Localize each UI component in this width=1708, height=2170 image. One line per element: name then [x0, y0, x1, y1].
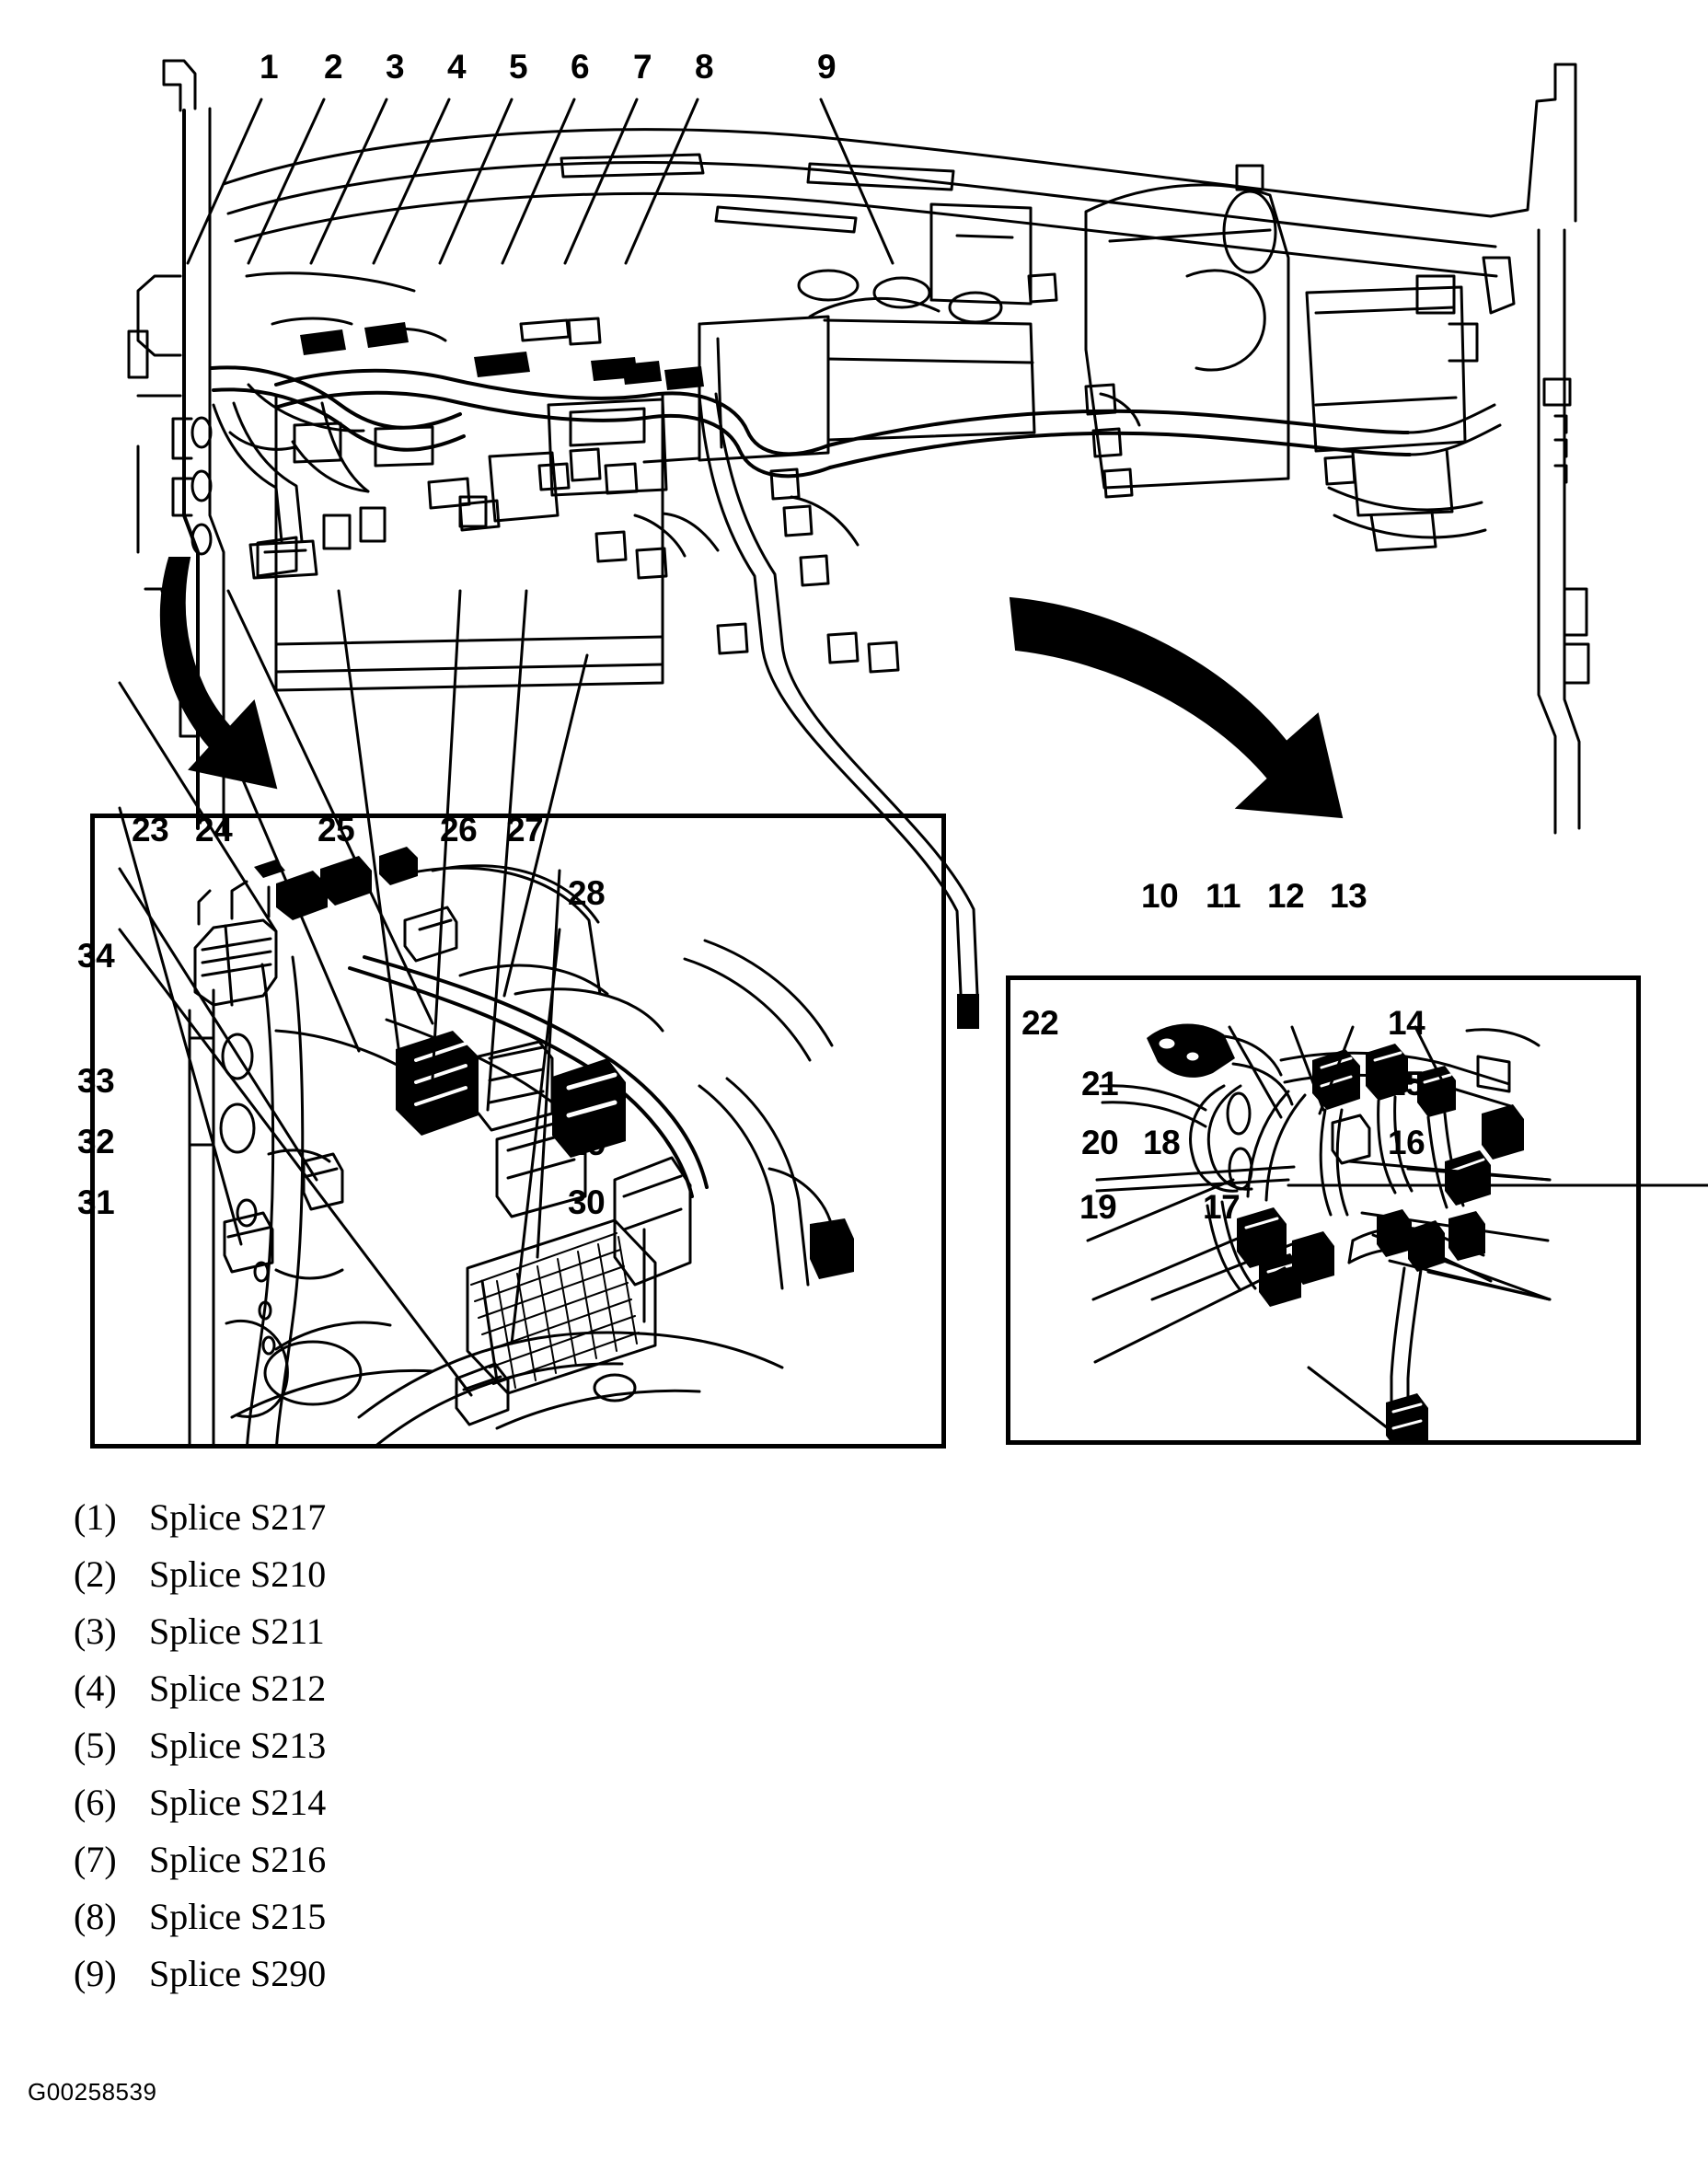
callout-number-15: 15	[1387, 1065, 1425, 1102]
legend-item-label: Splice S217	[149, 1496, 327, 1538]
legend-item-label: Splice S214	[149, 1782, 327, 1823]
legend-row: (6) Splice S214	[74, 1781, 718, 1838]
legend-row: (5) Splice S213	[74, 1724, 718, 1781]
callout-number-2: 2	[324, 48, 343, 86]
callout-number-33: 33	[77, 1062, 115, 1100]
legend-row: (3) Splice S211	[74, 1610, 718, 1667]
callout-number-22: 22	[1021, 1004, 1059, 1042]
right-inset-leader-lines	[1086, 1025, 1708, 1436]
legend-item-number: (4)	[74, 1668, 117, 1709]
legend-item-label: Splice S212	[149, 1668, 327, 1709]
legend-item-label: Splice S216	[149, 1839, 327, 1880]
legend-item-number: (9)	[74, 1953, 117, 1994]
right-detail-inset-frame	[1006, 975, 1641, 1445]
callout-number-25: 25	[317, 811, 355, 848]
legend-row: (9) Splice S290	[74, 1952, 718, 2009]
figure-id-code: G00258539	[28, 2078, 157, 2106]
callout-number-24: 24	[195, 811, 233, 848]
legend-item-label: Splice S213	[149, 1725, 327, 1766]
legend-item-label: Splice S215	[149, 1896, 327, 1937]
legend-row: (8) Splice S215	[74, 1895, 718, 1952]
legend-row: (2) Splice S210	[74, 1552, 718, 1610]
legend-item-number: (3)	[74, 1610, 117, 1652]
callout-number-3: 3	[386, 48, 405, 86]
callout-number-21: 21	[1081, 1065, 1119, 1102]
legend-item-number: (2)	[74, 1553, 117, 1595]
main-leader-lines	[186, 98, 894, 265]
callout-number-7: 7	[633, 48, 652, 86]
legend-item-number: (7)	[74, 1839, 117, 1880]
callout-number-13: 13	[1330, 877, 1368, 915]
callout-number-4: 4	[447, 48, 467, 86]
legend-row: (1) Splice S217	[74, 1495, 718, 1552]
callout-number-17: 17	[1203, 1188, 1241, 1226]
legend-item-number: (8)	[74, 1896, 117, 1937]
callout-number-9: 9	[817, 48, 837, 86]
callout-number-27: 27	[506, 811, 544, 848]
arrow-left	[159, 557, 278, 790]
callout-number-34: 34	[77, 937, 115, 975]
callout-number-28: 28	[568, 874, 606, 912]
callout-number-14: 14	[1388, 1004, 1425, 1042]
legend-item-number: (5)	[74, 1725, 117, 1766]
arrow-right	[1009, 596, 1344, 819]
callout-number-5: 5	[509, 48, 528, 86]
callout-number-18: 18	[1143, 1124, 1181, 1161]
callout-number-6: 6	[571, 48, 590, 86]
legend-row: (7) Splice S216	[74, 1838, 718, 1895]
legend-item-label: Splice S211	[149, 1610, 325, 1652]
callout-number-19: 19	[1079, 1188, 1117, 1226]
splice-legend-list: (1) Splice S217 (2) Splice S210 (3) Splice S2…	[74, 1495, 718, 2009]
right-inset-artwork	[1099, 1023, 1541, 1440]
callout-number-12: 12	[1267, 877, 1305, 915]
callout-number-31: 31	[77, 1183, 115, 1221]
callout-number-1: 1	[260, 48, 279, 86]
callout-number-30: 30	[568, 1183, 606, 1221]
callout-number-32: 32	[77, 1123, 115, 1160]
callout-number-11: 11	[1206, 877, 1241, 915]
legend-item-label: Splice S290	[149, 1953, 327, 1994]
callout-number-23: 23	[132, 811, 169, 848]
callout-number-20: 20	[1081, 1124, 1119, 1161]
legend-item-label: Splice S210	[149, 1553, 327, 1595]
callout-number-10: 10	[1141, 877, 1179, 915]
callout-number-29: 29	[569, 1125, 606, 1162]
legend-item-number: (6)	[74, 1782, 117, 1823]
callout-number-8: 8	[695, 48, 714, 86]
callout-number-26: 26	[440, 811, 478, 848]
left-inset-leader-lines	[118, 589, 589, 1397]
legend-row: (4) Splice S212	[74, 1667, 718, 1724]
legend-item-number: (1)	[74, 1496, 117, 1538]
left-detail-inset-frame	[90, 814, 946, 1449]
callout-number-16: 16	[1388, 1124, 1425, 1161]
